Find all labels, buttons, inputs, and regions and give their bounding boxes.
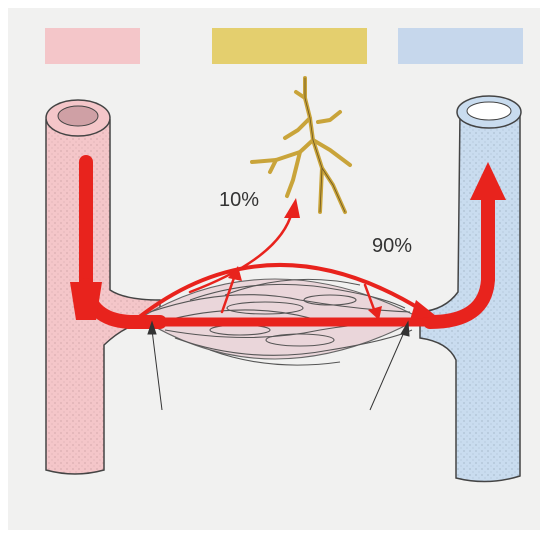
shunt-flow-label: 90% <box>372 235 412 258</box>
capillary-flow-label: 10% <box>219 189 259 212</box>
lymphatic-swatch <box>212 28 367 64</box>
arterial-swatch <box>45 28 140 64</box>
venous-swatch <box>398 28 523 64</box>
